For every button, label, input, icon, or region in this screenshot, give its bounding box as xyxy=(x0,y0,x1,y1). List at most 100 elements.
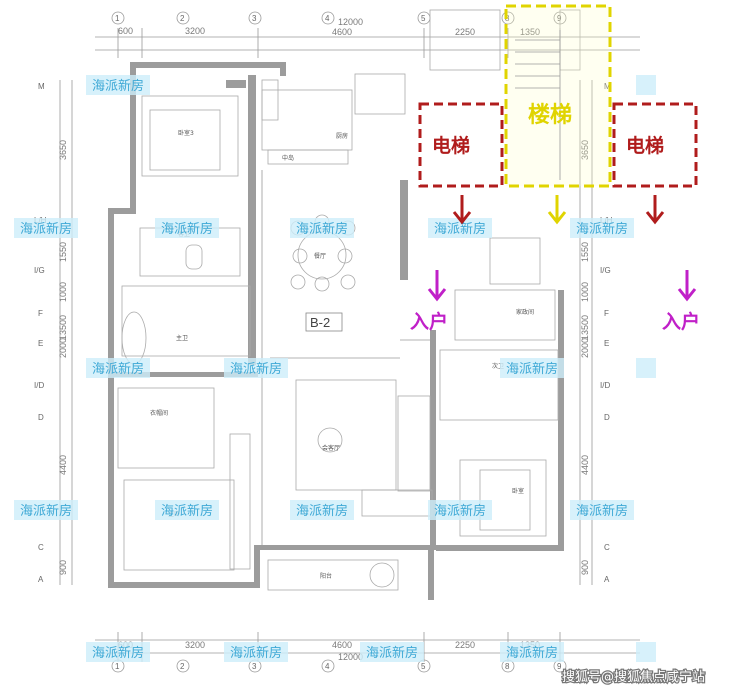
dim-top-3200: 3200 xyxy=(185,26,205,36)
watermark-10: 海派新房 xyxy=(20,503,72,519)
dim-right-1550: 1550 xyxy=(580,242,590,262)
dim-top-2250: 2250 xyxy=(455,27,475,37)
arrow-down-entry-left-icon xyxy=(427,270,447,302)
watermark-13: 海派新房 xyxy=(434,503,486,519)
room-label-closet: 衣帽间 xyxy=(150,409,168,417)
room-label-living: 会客厅 xyxy=(322,444,340,452)
watermark-17: 海派新房 xyxy=(366,645,418,661)
dim-bottom-12000: 12000 xyxy=(338,652,363,662)
axis-row-M-right: M xyxy=(604,82,611,91)
watermark-3: 海派新房 xyxy=(161,221,213,237)
dim-right-4400: 4400 xyxy=(580,455,590,475)
watermark-18: 海派新房 xyxy=(506,645,558,661)
watermark-5: 海派新房 xyxy=(434,221,486,237)
entry-right-label: 入户 xyxy=(662,310,700,333)
axis-row-ID: I/D xyxy=(34,381,44,390)
watermark-6: 海派新房 xyxy=(576,221,628,237)
dim-bottom-2250: 2250 xyxy=(455,640,475,650)
axis-col-2: 2 xyxy=(180,14,185,23)
dim-top-12000: 12000 xyxy=(338,17,363,27)
dim-bottom-3200: 3200 xyxy=(185,640,205,650)
axis-row-C-right: C xyxy=(604,543,610,552)
axis-col-9: 9 xyxy=(557,14,562,23)
axis-row-ID-right: I/D xyxy=(600,381,610,390)
dim-right-13500: 13500 xyxy=(580,315,590,340)
elevator-right-label: 电梯 xyxy=(626,134,664,157)
watermark-14: 海派新房 xyxy=(576,503,628,519)
room-label-bedroom: 卧室 xyxy=(512,487,524,495)
dim-right-3650: 3650 xyxy=(580,140,590,160)
axis-col-5-bottom: 5 xyxy=(421,662,426,671)
watermark-2: 海派新房 xyxy=(20,221,72,237)
axis-col-9-bottom: 9 xyxy=(557,662,562,671)
unit-label: B-2 xyxy=(310,315,330,330)
dim-left-13500: 13500 xyxy=(58,315,68,340)
dim-left-2000: 2000 xyxy=(58,338,68,358)
watermark-16: 海派新房 xyxy=(230,645,282,661)
axis-row-F: F xyxy=(38,309,43,318)
arrow-down-entry-right-icon xyxy=(677,270,697,302)
elevator-left-label: 电梯 xyxy=(432,134,470,157)
room-label-dining: 餐厅 xyxy=(314,252,326,260)
room-label-second-bath: 次卫 xyxy=(492,362,504,370)
watermark-8: 海派新房 xyxy=(230,361,282,377)
axis-row-M: M xyxy=(38,82,45,91)
watermark-7: 海派新房 xyxy=(92,361,144,377)
axis-col-3-bottom: 3 xyxy=(252,662,257,671)
watermark-12: 海派新房 xyxy=(296,503,348,519)
stairs-treads xyxy=(515,30,561,180)
watermarks xyxy=(14,75,656,662)
dim-left-900: 900 xyxy=(58,560,68,575)
axis-col-1: 1 xyxy=(115,14,120,23)
entry-left-label: 入户 xyxy=(410,310,448,333)
elevator-left-highlight-box xyxy=(418,102,504,188)
room-label-kitchen: 厨房 xyxy=(336,132,348,140)
room-label-island: 中岛 xyxy=(282,154,294,162)
arrow-down-elevator-left-icon xyxy=(452,195,472,225)
dim-right-900: 900 xyxy=(580,560,590,575)
watermark-9: 海派新房 xyxy=(506,361,558,377)
unit-label-box xyxy=(305,312,343,332)
axis-row-E: E xyxy=(38,339,43,348)
dim-top-1350: 1350 xyxy=(520,27,540,37)
dim-left-4400: 4400 xyxy=(58,455,68,475)
dim-left-3650: 3650 xyxy=(58,140,68,160)
stairs-label: 楼梯 xyxy=(528,102,572,128)
stairs-highlight-box xyxy=(504,4,612,188)
axis-col-1-bottom: 1 xyxy=(115,662,120,671)
axis-row-D-right: D xyxy=(604,413,610,422)
room-label-master-bath: 主卫 xyxy=(176,334,188,342)
elevator-right-highlight-box xyxy=(612,102,698,188)
axis-col-8-bottom: 8 xyxy=(505,662,510,671)
arrow-down-stairs-icon xyxy=(547,195,567,225)
dim-top-600: 600 xyxy=(118,26,133,36)
room-label-balcony: 阳台 xyxy=(320,572,332,580)
exterior-walls xyxy=(108,62,564,600)
interior-lines xyxy=(117,9,581,591)
axis-row-E-right: E xyxy=(604,339,609,348)
axis-col-2-bottom: 2 xyxy=(180,662,185,671)
watermark-4: 海派新房 xyxy=(296,221,348,237)
arrow-down-elevator-right-icon xyxy=(645,195,665,225)
axis-col-5: 5 xyxy=(421,14,426,23)
watermark-1: 海派新房 xyxy=(92,78,144,94)
axis-row-IG: I/G xyxy=(34,266,45,275)
axis-row-A: A xyxy=(38,575,44,584)
watermark-15: 海派新房 xyxy=(92,645,144,661)
watermark-11: 海派新房 xyxy=(161,503,213,519)
dim-top-4600: 4600 xyxy=(332,27,352,37)
dim-right-2000: 2000 xyxy=(580,338,590,358)
axis-row-F-right: F xyxy=(604,309,609,318)
room-label-utility: 家政间 xyxy=(516,308,534,316)
dim-left-1550: 1550 xyxy=(58,242,68,262)
dim-right-1000: 1000 xyxy=(580,282,590,302)
axis-row-C: C xyxy=(38,543,44,552)
dim-left-1000: 1000 xyxy=(58,282,68,302)
footer-credit: 搜狐号@搜狐焦点咸宁站 xyxy=(562,669,705,685)
room-label-bedroom3: 卧室3 xyxy=(178,129,194,137)
axis-col-4: 4 xyxy=(325,14,330,23)
axis-col-4-bottom: 4 xyxy=(325,662,330,671)
axis-row-A-right: A xyxy=(604,575,610,584)
